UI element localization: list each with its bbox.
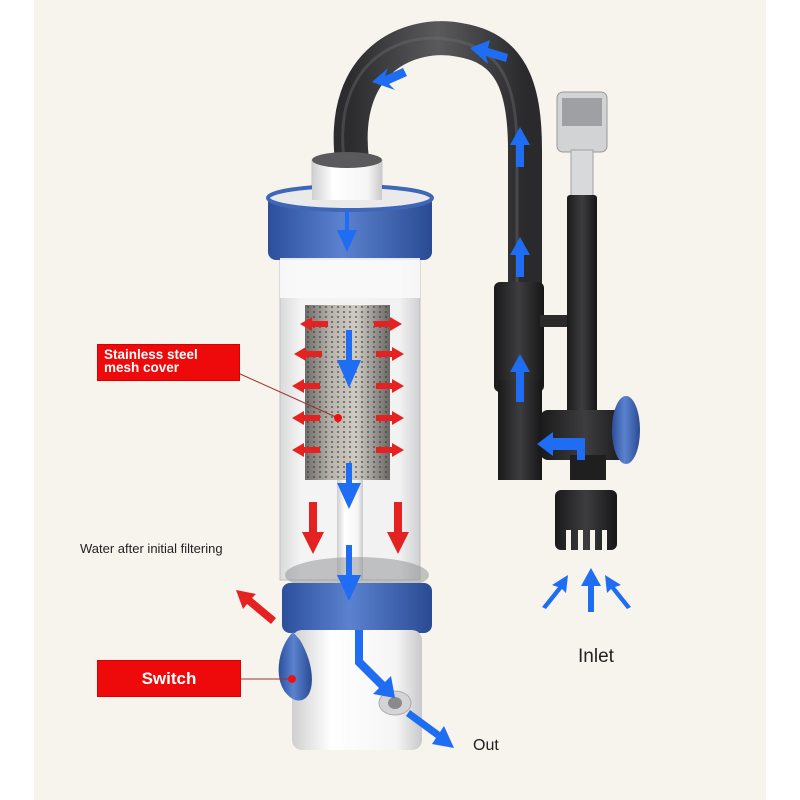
switch-label: Switch [98,661,240,696]
blue-flow-arrows [337,40,631,748]
mesh-cover-label-line2: mesh cover [104,360,180,375]
switch-knob [278,632,312,701]
red-flow-arrows [236,317,409,624]
inlet-label: Inlet [578,646,614,667]
mesh-leader-line [237,372,339,419]
out-label: Out [473,737,499,754]
mesh-cover-label-line1: Stainless steel [104,347,198,362]
mesh-cover-label: Stainless steel mesh cover [98,345,239,380]
hose [333,21,542,290]
filtered-water-label: Water after initial filtering [80,541,223,556]
intake-assembly [494,91,640,550]
